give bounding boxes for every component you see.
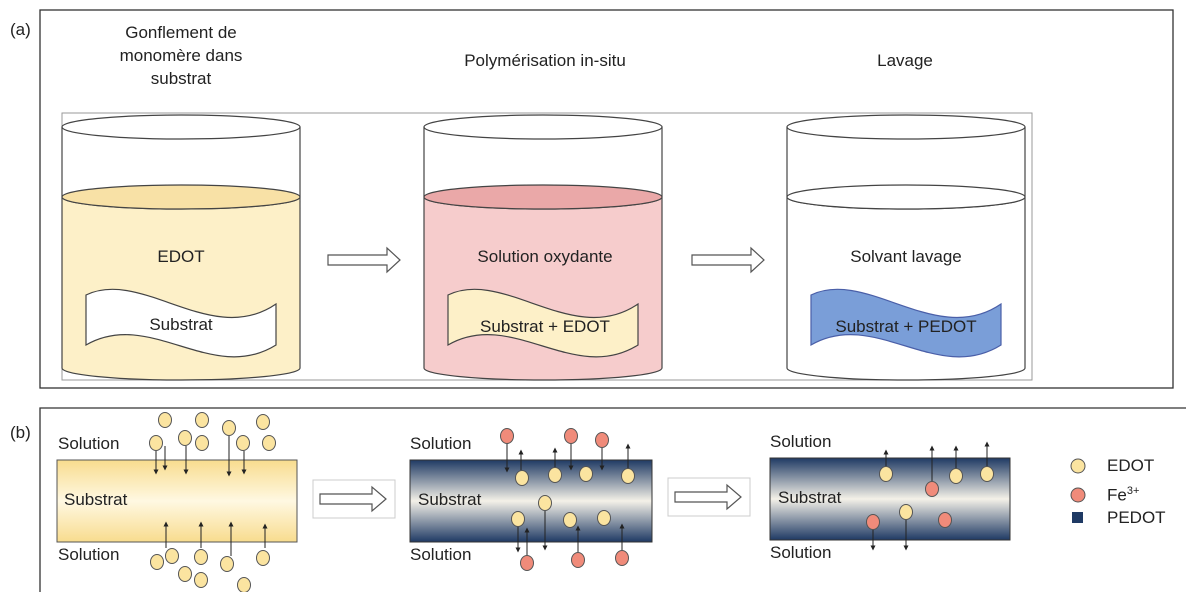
stage-3-bottom-solution: Solution (770, 543, 832, 562)
edot-particle (949, 468, 963, 484)
fe-particle (500, 428, 514, 444)
stage-3-top-solution: Solution (770, 432, 832, 451)
beaker-2-rim (423, 114, 663, 140)
stage-1-bottom-solution: Solution (58, 545, 120, 564)
edot-particle (899, 504, 913, 520)
panel-b-label: (b) (10, 423, 31, 442)
edot-particle (256, 550, 270, 566)
edot-particle (256, 414, 270, 430)
stage-2-top-solution: Solution (410, 434, 472, 453)
stage-1-substrate: Substrat (64, 490, 128, 509)
stage-1-top-solution: Solution (58, 434, 120, 453)
beaker-1-liquid-label: EDOT (157, 247, 205, 266)
beaker-2-liquid-label: Solution oxydante (477, 247, 613, 266)
process-arrow-b1 (312, 479, 396, 519)
beaker-1-substrate-label: Substrat (149, 315, 213, 334)
edot-particle (194, 572, 208, 588)
edot-particle (597, 510, 611, 526)
beaker-1-rim (61, 114, 301, 140)
substrate-bar-1 (56, 459, 298, 543)
beaker-2-liquid-surface (423, 184, 663, 210)
beaker-3-liquid-label: Solvant lavage (850, 247, 962, 266)
beaker-1-liquid-surface (61, 184, 301, 210)
beaker-3-rim (786, 114, 1026, 140)
edot-particle (158, 412, 172, 428)
fe-particle (564, 428, 578, 444)
edot-particle (178, 430, 192, 446)
panel-a-label: (a) (10, 20, 31, 39)
edot-particle (515, 470, 529, 486)
edot-particle (579, 466, 593, 482)
legend-fe-label: Fe3+ (1107, 485, 1139, 506)
diffusion-arrows (153, 436, 990, 556)
step-3-title: Lavage (877, 51, 933, 70)
edot-particle (195, 435, 209, 451)
edot-particle (879, 466, 893, 482)
panel-a-frame (39, 9, 1174, 389)
edot-particle (220, 556, 234, 572)
beaker-2-substrate (447, 288, 639, 358)
stage-2-bottom-solution: Solution (410, 545, 472, 564)
beaker-3-liquid-surface (786, 184, 1026, 210)
particles (149, 412, 994, 592)
edot-particle (563, 512, 577, 528)
beaker-1-liquid (61, 196, 301, 381)
edot-particle (538, 495, 552, 511)
edot-particle (149, 435, 163, 451)
legend-pedot-icon (1072, 512, 1083, 523)
edot-particle (222, 420, 236, 436)
beaker-3-substrate (810, 288, 1002, 358)
edot-particle (195, 412, 209, 428)
beaker-2-substrate-label: Substrat + EDOT (480, 317, 610, 336)
beaker-2-liquid (423, 196, 663, 381)
legend-fe-superscript: 3+ (1126, 485, 1140, 497)
edot-particle (194, 549, 208, 565)
fe-particle (595, 432, 609, 448)
beaker-3 (786, 114, 1026, 381)
process-arrow-a2 (691, 246, 765, 274)
process-arrow-a1 (327, 246, 401, 274)
edot-particle (236, 435, 250, 451)
beaker-3-substrate-label: Substrat + PEDOT (835, 317, 977, 336)
edot-particle (548, 467, 562, 483)
legend-fe-base: Fe (1107, 485, 1127, 505)
fe-particle (520, 555, 534, 571)
stage-2-substrate: Substrat (418, 490, 482, 509)
edot-particle (150, 554, 164, 570)
beaker-1 (61, 114, 301, 381)
fe-particle (925, 481, 939, 497)
edot-particle (237, 577, 251, 592)
beaker-3-liquid (786, 196, 1026, 381)
fe-particle (866, 514, 880, 530)
edot-particle (511, 511, 525, 527)
step-1-title: Gonflement de monomère dans substrat (119, 23, 243, 88)
legend-edot-icon (1070, 458, 1086, 474)
edot-particle (165, 548, 179, 564)
process-arrow-b2 (667, 477, 751, 517)
stage-3-substrate: Substrat (778, 488, 842, 507)
fe-particle (615, 550, 629, 566)
fe-particle (571, 552, 585, 568)
edot-particle (178, 566, 192, 582)
beaker-1-substrate (85, 288, 277, 358)
legend-edot-label: EDOT (1107, 456, 1155, 475)
fe-particle (938, 512, 952, 528)
legend-pedot-label: PEDOT (1107, 508, 1166, 527)
legend-fe-icon (1070, 487, 1086, 503)
panel-b-frame (39, 407, 1186, 592)
beaker-2 (423, 114, 663, 381)
edot-particle (980, 466, 994, 482)
edot-particle (621, 468, 635, 484)
edot-particle (262, 435, 276, 451)
step-2-title: Polymérisation in-situ (464, 51, 626, 70)
substrate-bar-2 (409, 459, 653, 543)
